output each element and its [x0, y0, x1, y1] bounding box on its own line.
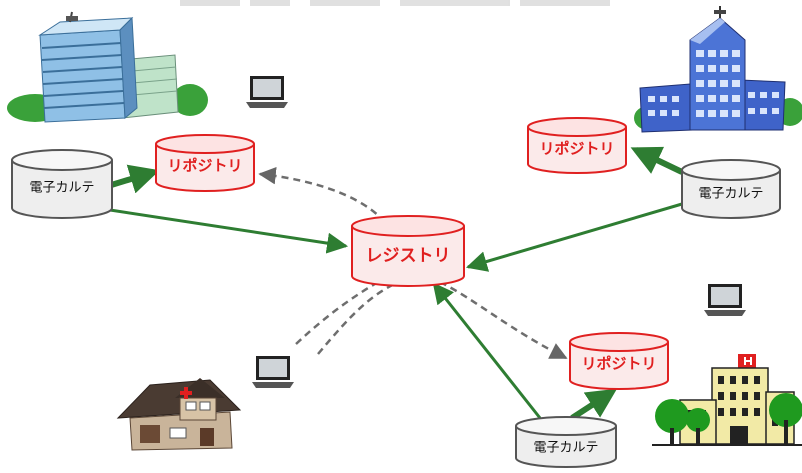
repository-label: リポジトリ: [581, 355, 656, 373]
repository-label: リポジトリ: [539, 140, 614, 158]
emr-bottom-to-registry-arrow: [432, 282, 542, 419]
emr-left-to-repository-arrow: [107, 164, 160, 194]
repository-label: リポジトリ: [167, 157, 242, 175]
registry-label: レジストリ: [366, 246, 451, 266]
laptop-icon: [704, 284, 746, 316]
emr-label: 電子カルテ: [29, 181, 94, 196]
repository-cylinder-top-right: リポジトリ: [527, 117, 627, 174]
emr-cylinder-right: 電子カルテ: [681, 159, 781, 219]
emr-right-to-repository-arrow: [630, 146, 684, 175]
emr-label: 電子カルテ: [533, 441, 598, 456]
laptop-icon: [252, 356, 294, 388]
repository-cylinder-bottom-right: リポジトリ: [569, 332, 669, 390]
cut-off-title-remnant: [180, 0, 610, 6]
repository-cylinder-top-left: リポジトリ: [155, 134, 255, 192]
query-dashed-arrow-bottom-right: [439, 280, 568, 360]
emr-bottom-to-repository-arrow: [570, 388, 618, 421]
hospital-icon: [652, 354, 802, 446]
laptop-icon: [246, 76, 288, 108]
emr-cylinder-bottom: 電子カルテ: [515, 416, 617, 468]
emr-right-to-registry-arrow: [465, 202, 683, 272]
house-clinic-icon: [116, 378, 242, 451]
skyscraper-icon: [634, 6, 802, 133]
emr-cylinder-left: 電子カルテ: [11, 149, 113, 219]
registry-cylinder: レジストリ: [351, 215, 465, 287]
emr-left-to-registry-arrow: [109, 208, 349, 254]
office-building-icon: [7, 11, 208, 123]
emr-label: 電子カルテ: [698, 187, 763, 202]
